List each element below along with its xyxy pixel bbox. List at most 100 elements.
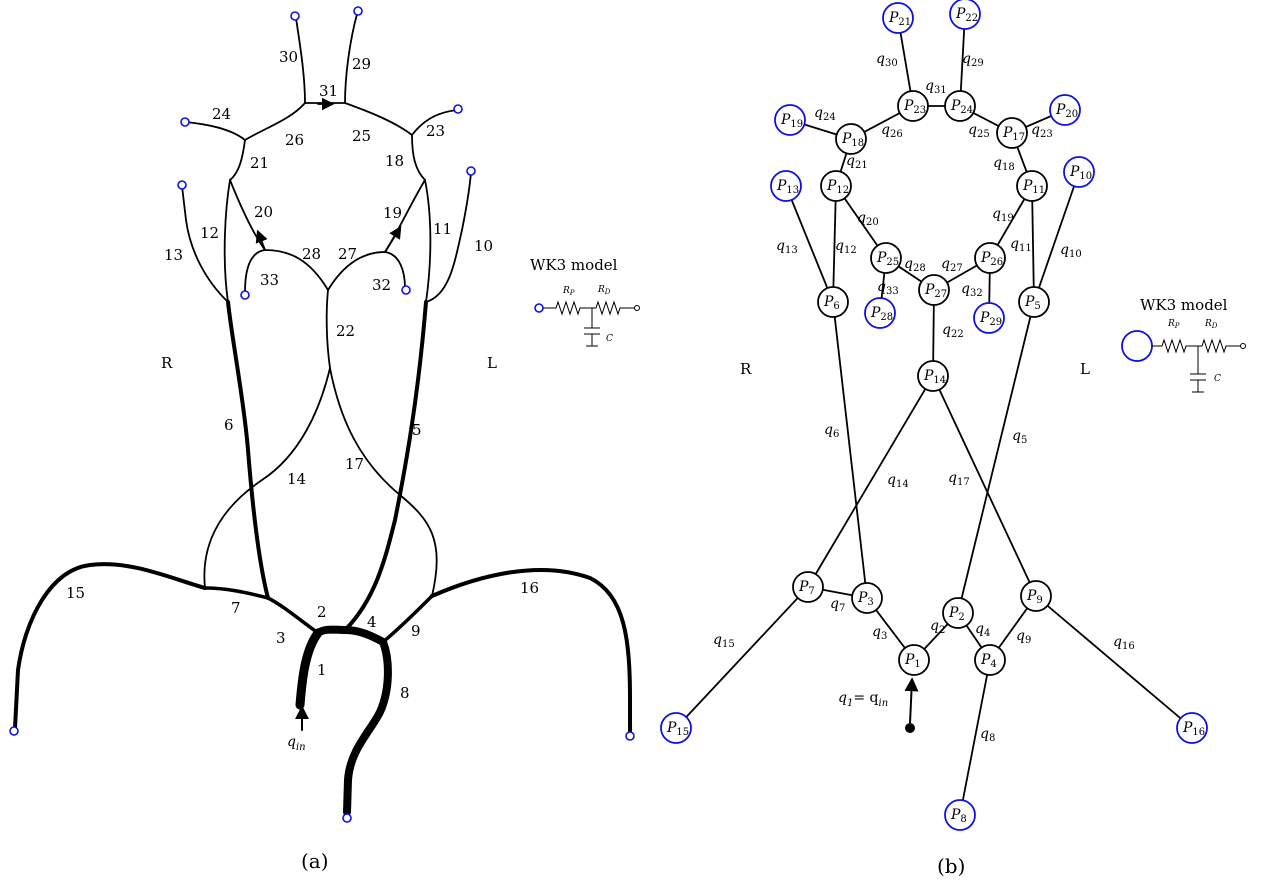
node-label: P2 bbox=[948, 605, 965, 623]
outlet-node-circle bbox=[944, 799, 976, 831]
node-label: P6 bbox=[823, 294, 840, 312]
outlet-node-circle bbox=[1176, 712, 1208, 744]
vessel-30 bbox=[295, 17, 306, 104]
vessel-11 bbox=[424, 179, 432, 303]
edge-p6-p12 bbox=[832, 185, 837, 303]
junction-node-circle bbox=[835, 123, 867, 155]
outlet-node-circle bbox=[770, 170, 802, 202]
edge-p7-p14 bbox=[807, 375, 934, 588]
segment-label: 6 bbox=[224, 416, 234, 434]
node-label: P28 bbox=[870, 305, 893, 323]
wk3-rp-label: RP bbox=[562, 286, 575, 297]
edge-p9-p16 bbox=[1035, 595, 1193, 729]
node-p18: P18 bbox=[835, 123, 867, 155]
wk3-capacitor bbox=[584, 308, 600, 347]
node-p19: P19 bbox=[774, 104, 806, 136]
wk3-inlet-circle bbox=[534, 303, 544, 313]
outlet-marker bbox=[240, 290, 250, 300]
vessel-14 bbox=[203, 367, 331, 589]
vessel-4 bbox=[341, 626, 387, 646]
segment-label: 27 bbox=[338, 245, 357, 263]
node-label: P3 bbox=[857, 590, 874, 608]
wk3-rd-label-b: RD bbox=[1204, 319, 1218, 330]
segment-label: 23 bbox=[426, 122, 445, 140]
node-p7: P7 bbox=[792, 571, 824, 603]
segment-label: 29 bbox=[352, 55, 371, 73]
vessel-15 bbox=[13, 562, 207, 730]
junction-node-circle bbox=[817, 286, 849, 318]
right-side-label-a: R bbox=[161, 354, 173, 372]
flow-label-q33: q33 bbox=[877, 279, 899, 297]
segment-label: 30 bbox=[279, 48, 298, 66]
flow-label-q15: q15 bbox=[713, 632, 735, 650]
node-p25: P25 bbox=[870, 242, 902, 274]
junction-node-circle bbox=[944, 90, 976, 122]
node-p20: P20 bbox=[1049, 94, 1081, 126]
node-p8: P8 bbox=[944, 799, 976, 831]
vessel-24 bbox=[185, 121, 246, 141]
vessel-21 bbox=[229, 139, 246, 181]
node-p21: P21 bbox=[882, 2, 914, 34]
node-label: P15 bbox=[666, 720, 689, 738]
flow-label-q26: q26 bbox=[881, 122, 903, 140]
segment-label: 33 bbox=[260, 271, 279, 289]
vessel-6 bbox=[226, 300, 270, 600]
outlet-node-circle bbox=[1063, 156, 1095, 188]
segment-label: 24 bbox=[212, 105, 231, 123]
flow-label-q20: q20 bbox=[857, 210, 879, 228]
segment-label: 9 bbox=[411, 622, 421, 640]
junction-node-circle bbox=[1020, 580, 1052, 612]
flow-label-q22: q22 bbox=[942, 322, 964, 340]
vessel-12 bbox=[223, 179, 231, 303]
flow-label-q27: q27 bbox=[941, 256, 963, 274]
node-p6: P6 bbox=[817, 286, 849, 318]
flow-label-q8: q8 bbox=[980, 726, 995, 744]
node-label: P4 bbox=[980, 652, 997, 670]
left-side-label-b: L bbox=[1080, 360, 1090, 378]
node-p13: P13 bbox=[770, 170, 802, 202]
segment-label: 15 bbox=[66, 584, 85, 602]
flow-label-q6: q6 bbox=[824, 422, 839, 440]
segment-label: 11 bbox=[433, 220, 452, 238]
vessel-1 bbox=[295, 628, 323, 710]
outlet-marker bbox=[353, 6, 363, 16]
segment-label: 1 bbox=[317, 661, 327, 679]
vessel-23 bbox=[411, 109, 458, 136]
vessel-22 bbox=[325, 289, 331, 369]
wk3-resistor-path bbox=[543, 300, 634, 316]
node-p4: P4 bbox=[974, 644, 1006, 676]
segment-label: 26 bbox=[285, 131, 304, 149]
inflow-label-a: qin bbox=[287, 734, 306, 753]
node-p22: P22 bbox=[949, 0, 981, 30]
flow-label-q25: q25 bbox=[968, 122, 990, 140]
flow-label-q23: q23 bbox=[1031, 122, 1053, 140]
junction-node-circle bbox=[898, 644, 930, 676]
node-p1: P1 bbox=[898, 644, 930, 676]
left-side-label-a: L bbox=[487, 354, 497, 372]
node-p15: P15 bbox=[660, 712, 692, 744]
flow-label-q10: q10 bbox=[1060, 242, 1082, 260]
vessel-25 bbox=[344, 102, 413, 136]
segment-label: 13 bbox=[164, 246, 183, 264]
wk3-resistor-path-b bbox=[1152, 338, 1240, 354]
junction-node-circle bbox=[996, 117, 1028, 149]
wk3-title-b: WK3 model bbox=[1140, 296, 1228, 314]
outlet-marker bbox=[453, 104, 463, 114]
caption-b: (b) bbox=[937, 854, 965, 878]
wk3-outlet-dot-b bbox=[1240, 343, 1246, 349]
edge-p3-p6 bbox=[832, 301, 868, 599]
vessel-20 bbox=[229, 179, 266, 251]
node-p23: P23 bbox=[897, 90, 929, 122]
node-p12: P12 bbox=[820, 170, 852, 202]
node-label: P16 bbox=[1182, 720, 1205, 738]
node-label: P23 bbox=[903, 98, 926, 116]
vessel-16 bbox=[430, 567, 632, 734]
panel-a bbox=[13, 13, 632, 816]
flow-label-q7: q7 bbox=[830, 596, 845, 614]
segment-label: 25 bbox=[352, 127, 371, 145]
junction-node-circle bbox=[974, 242, 1006, 274]
panel-a-outlets bbox=[9, 6, 635, 823]
flow-label-q13: q13 bbox=[776, 238, 798, 256]
junction-node-circle bbox=[851, 582, 883, 614]
node-label: P21 bbox=[888, 10, 911, 28]
